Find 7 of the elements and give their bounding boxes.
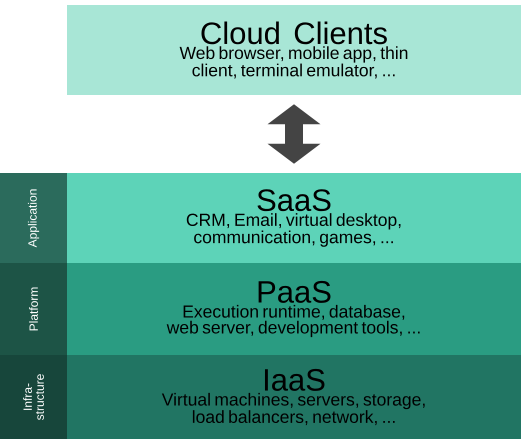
layer-band: PaaS Execution runtime, database, web server, development tools, ... xyxy=(67,263,521,355)
side-label-band: Infra- structure xyxy=(0,355,67,439)
side-label-band: Platform xyxy=(0,263,67,355)
layer-band: SaaS CRM, Email, virtual desktop, communication, games, ... xyxy=(67,173,521,263)
layer-band: IaaS Virtual machines, servers, storage, load balancers, network, ... xyxy=(67,355,521,439)
client-box: Cloud Clients Web browser, mobile app, thin client, terminal emulator, ... xyxy=(67,5,521,95)
side-label-band: Application xyxy=(0,173,67,263)
